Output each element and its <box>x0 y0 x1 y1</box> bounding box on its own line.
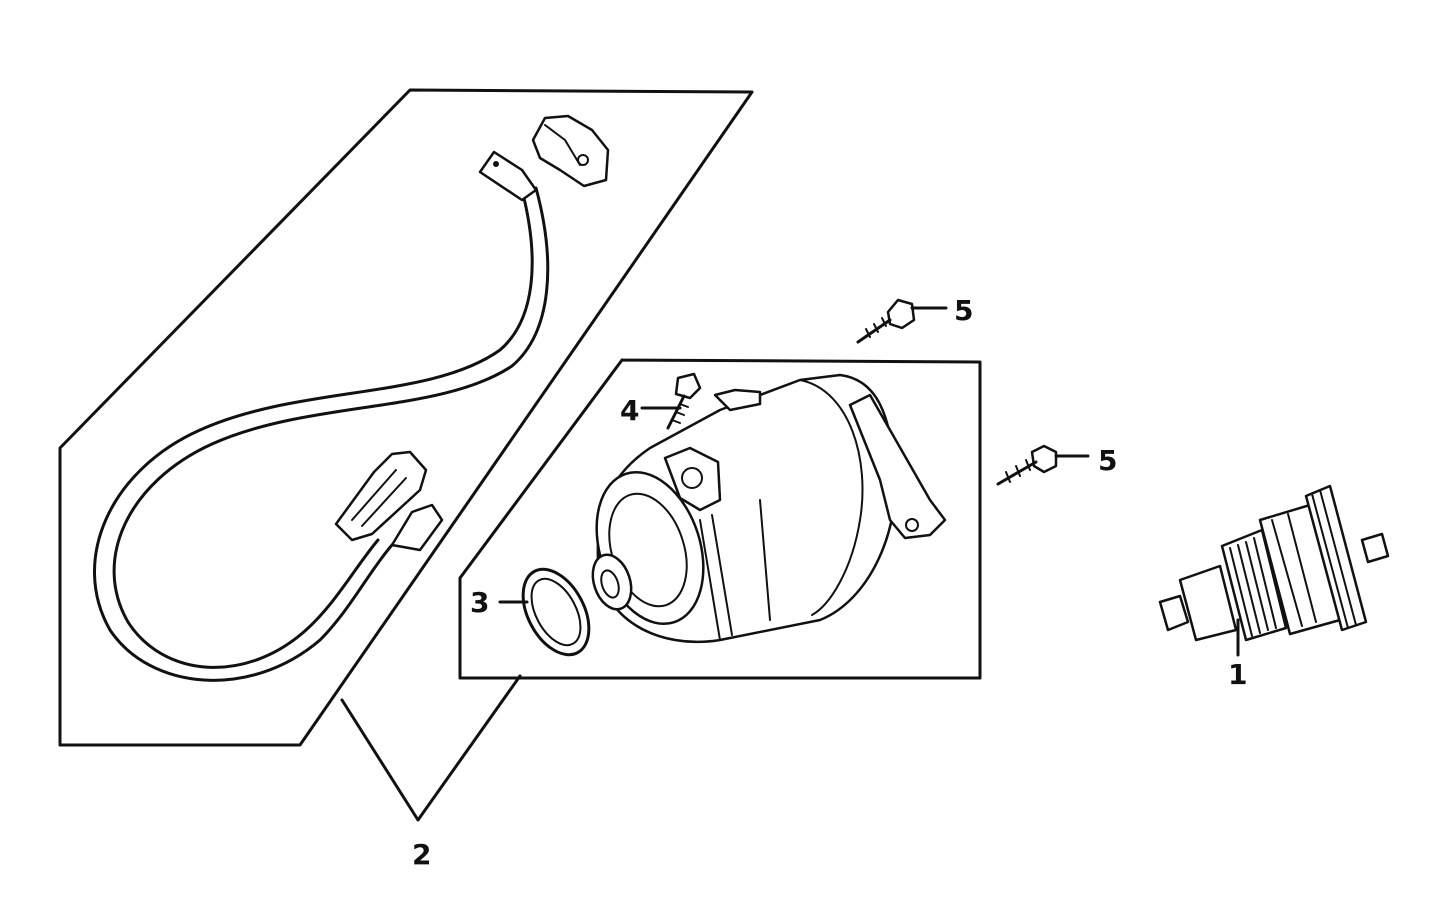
o-ring <box>521 567 591 657</box>
bolt-small <box>666 372 702 430</box>
starter-motor <box>591 373 947 644</box>
callout-5-right: 5 <box>1098 444 1117 477</box>
callout-1: 1 <box>1228 658 1247 691</box>
cable-panel <box>58 88 754 747</box>
callout-4: 4 <box>620 394 639 427</box>
callout-5-upper: 5 <box>954 294 973 327</box>
callout-3: 3 <box>470 586 489 619</box>
starter-clutch <box>1158 484 1390 642</box>
terminal-cover-upper <box>531 114 610 188</box>
battery-cable <box>93 150 550 682</box>
terminal-cover-lower <box>334 450 428 542</box>
bolt-right <box>996 444 1058 486</box>
callout-2: 2 <box>412 838 431 871</box>
bolt-upper <box>856 298 916 344</box>
motor-panel <box>458 358 982 680</box>
leader-lines <box>340 306 1240 822</box>
